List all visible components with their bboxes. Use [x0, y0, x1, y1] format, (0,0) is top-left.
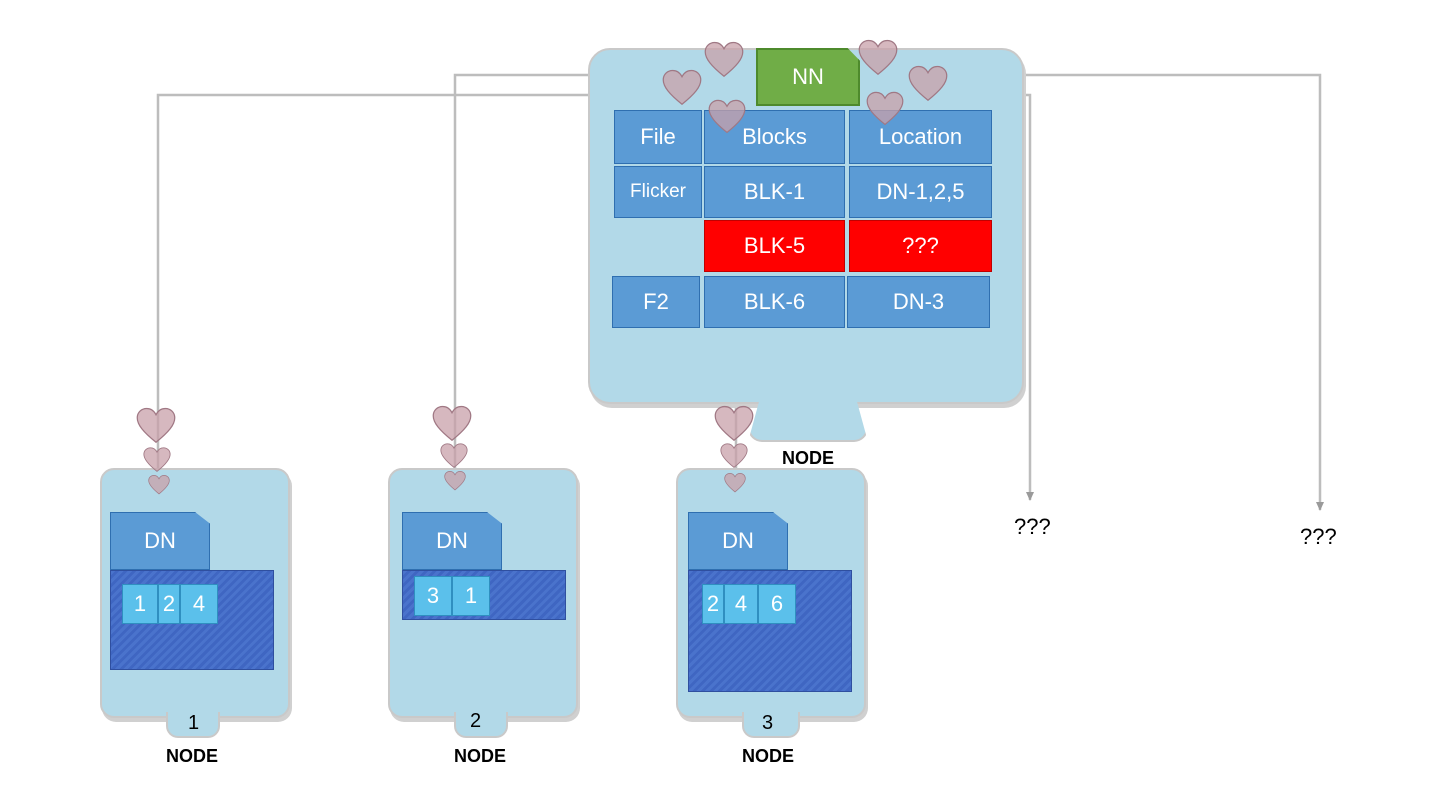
data-node-2-block: 3	[414, 576, 452, 616]
data-node-3-block: 2	[702, 584, 724, 624]
heartbeat-heart-icon	[708, 99, 746, 134]
table-header-blocks: Blocks	[704, 110, 845, 164]
heartbeat-heart-icon	[444, 471, 466, 491]
heartbeat-heart-icon	[148, 475, 170, 495]
heartbeat-heart-icon	[858, 39, 898, 76]
heartbeat-heart-icon	[662, 69, 702, 106]
table-cell-block-missing: BLK-5	[704, 220, 845, 272]
name-node-badge: NN	[756, 48, 860, 106]
data-node-1-folder-tab: DN	[110, 512, 210, 570]
heartbeat-heart-icon	[704, 41, 744, 78]
data-node-3-stand	[742, 712, 800, 738]
table-header-file: File	[614, 110, 702, 164]
name-node-node-label: NODE	[782, 448, 835, 468]
heartbeat-heart-icon	[908, 65, 948, 102]
data-node-3-node-label: NODE	[742, 746, 795, 766]
table-header-location: Location	[849, 110, 992, 164]
data-node-3-block: 6	[758, 584, 796, 624]
data-node-1-block: 1	[122, 584, 158, 624]
heartbeat-heart-icon	[432, 405, 472, 442]
table-cell-block: BLK-6	[704, 276, 845, 328]
data-node-1-node-label: NODE	[166, 746, 219, 766]
table-cell-file: F2	[612, 276, 700, 328]
unknown-node-label: ???	[1014, 514, 1051, 539]
data-node-2-stand	[454, 712, 508, 738]
data-node-2-node-label: NODE	[454, 746, 507, 766]
table-cell-location: DN-3	[847, 276, 990, 328]
heartbeat-heart-icon	[143, 447, 171, 472]
table-cell-block: BLK-1	[704, 166, 845, 218]
data-node-1-block: 2	[158, 584, 180, 624]
data-node-3-folder-tab: DN	[688, 512, 788, 570]
data-node-1-block: 4	[180, 584, 218, 624]
data-node-2-number: 2	[470, 710, 482, 732]
data-node-1-number: 1	[188, 712, 200, 734]
heartbeat-heart-icon	[440, 443, 468, 468]
heartbeat-heart-icon	[866, 91, 904, 126]
data-node-2-folder-tab: DN	[402, 512, 502, 570]
table-cell-location: DN-1,2,5	[849, 166, 992, 218]
unknown-node-label: ???	[1300, 524, 1337, 549]
heartbeat-heart-icon	[720, 443, 748, 468]
table-cell-file: Flicker	[614, 166, 702, 218]
heartbeat-heart-icon	[724, 473, 746, 493]
table-cell-location-unknown: ???	[849, 220, 992, 272]
heartbeat-heart-icon	[136, 407, 176, 444]
data-node-1-stand	[166, 712, 220, 738]
data-node-3-number: 3	[762, 712, 774, 734]
data-node-3-block: 4	[724, 584, 758, 624]
name-node-stand	[748, 398, 868, 442]
data-node-2-block: 1	[452, 576, 490, 616]
heartbeat-heart-icon	[714, 405, 754, 442]
